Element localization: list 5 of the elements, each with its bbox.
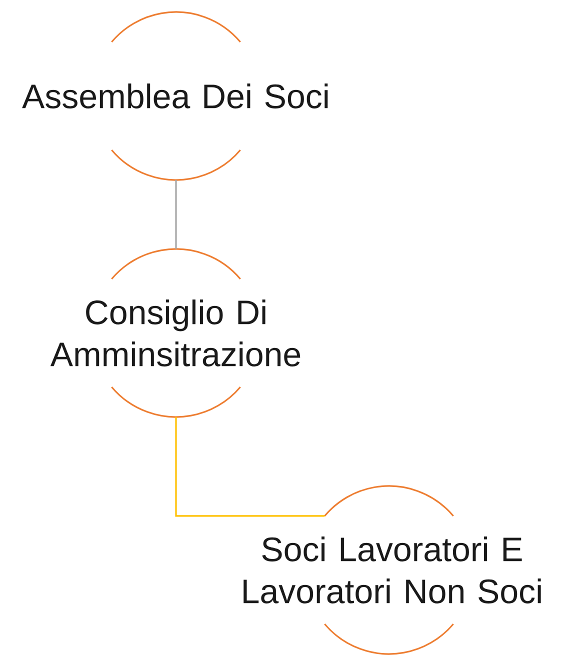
node-label: Consiglio Di Amminsitrazione (50, 300, 300, 366)
node-label: Assemblea Dei Soci (22, 84, 328, 108)
node-label: Soci Lavoratori E Lavoratori Non Soci (244, 536, 541, 604)
connector-line (175, 417, 325, 517)
connector-line (175, 180, 177, 249)
